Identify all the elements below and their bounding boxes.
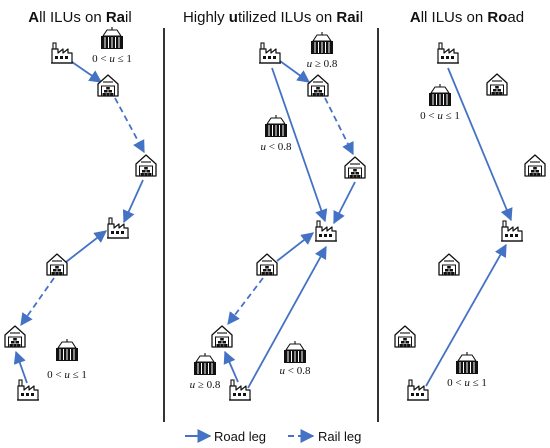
warehouse-icon	[211, 325, 233, 348]
warehouse-icon	[256, 253, 278, 276]
title-part: Rai	[336, 9, 359, 26]
utilization-label: u < 0.8	[261, 141, 292, 153]
title-part: u	[229, 9, 238, 26]
road-leg-arrow	[71, 61, 103, 83]
container-icon	[283, 340, 307, 364]
title-part: A	[410, 9, 421, 26]
road-leg-arrow	[65, 230, 107, 263]
title-part: Ra	[106, 9, 126, 26]
road-leg-arrow	[276, 232, 314, 262]
container-icon	[55, 338, 79, 362]
utilization-label: 0 < u ≤ 1	[92, 53, 132, 65]
warehouse-icon	[46, 253, 68, 276]
road-leg-arrow	[333, 181, 356, 225]
factory-icon	[228, 379, 252, 401]
panel-title-all-rail: All ILUs on Rail	[28, 9, 131, 26]
factory-icon	[50, 42, 74, 64]
panel-title-all-road: All ILUs on Road	[410, 9, 524, 26]
container-icon	[428, 83, 452, 107]
utilization-label: u ≥ 0.8	[307, 58, 338, 70]
title-part: A	[28, 9, 39, 26]
factory-icon	[106, 217, 130, 239]
title-part: ll ILUs on	[421, 9, 488, 26]
container-icon	[264, 114, 288, 138]
warehouse-icon	[307, 74, 329, 97]
title-part: Highly	[183, 9, 229, 26]
legend-rail-label: Rail leg	[318, 429, 361, 444]
factory-icon	[314, 220, 338, 242]
factory-icon	[16, 379, 40, 401]
utilization-label: 0 < u ≤ 1	[420, 110, 460, 122]
title-part: il	[125, 9, 132, 26]
warehouse-icon	[4, 325, 26, 348]
rail-leg-arrow	[20, 277, 55, 327]
factory-icon	[500, 220, 524, 242]
road-leg-arrow	[447, 67, 513, 222]
road-leg-arrow	[271, 67, 328, 223]
title-part: ll ILUs on	[39, 9, 106, 26]
title-part: ad	[507, 9, 524, 26]
warehouse-icon	[438, 253, 460, 276]
road-leg-arrow	[122, 179, 144, 224]
container-icon	[100, 26, 124, 50]
road-leg-arrow	[425, 243, 507, 387]
utilization-label: 0 < u ≤ 1	[447, 377, 487, 389]
factory-icon	[258, 42, 282, 64]
container-icon	[310, 31, 334, 55]
warehouse-icon	[524, 154, 546, 177]
container-icon	[193, 352, 217, 376]
labels-layer: 0 < u ≤ 1 0 < u ≤ 1 u ≥ 0.8 u < 0.8 u ≥ 0.8 u…	[47, 53, 487, 391]
factory-icon	[406, 379, 430, 401]
utilization-label: u ≥ 0.8	[190, 379, 221, 391]
rail-leg-arrow	[324, 97, 354, 156]
road-leg-arrow	[223, 350, 239, 383]
warehouse-icon	[486, 73, 508, 96]
panel-title-highly-utilized-rail: Highly utilized ILUs on Rail	[183, 9, 363, 26]
warehouse-icon	[135, 154, 157, 177]
icons-layer	[4, 26, 546, 401]
rail-leg-arrow	[114, 97, 145, 154]
title-part: tilized ILUs on	[238, 9, 336, 26]
title-part: l	[360, 9, 363, 26]
warehouse-icon	[394, 325, 416, 348]
factory-icon	[436, 42, 460, 64]
legend: Road leg Rail leg	[185, 429, 361, 444]
utilization-label: 0 < u ≤ 1	[47, 369, 87, 381]
utilization-label: u < 0.8	[280, 365, 311, 377]
road-leg-arrow	[13, 350, 28, 384]
warehouse-icon	[97, 74, 119, 97]
legend-road-label: Road leg	[214, 429, 266, 444]
edges-layer	[13, 60, 513, 389]
road-leg-arrow	[279, 60, 311, 83]
rail-leg-arrow	[227, 277, 264, 326]
title-part: Ro	[487, 9, 507, 26]
warehouse-icon	[344, 156, 366, 179]
container-icon	[455, 351, 479, 375]
road-leg-arrow	[247, 245, 327, 389]
